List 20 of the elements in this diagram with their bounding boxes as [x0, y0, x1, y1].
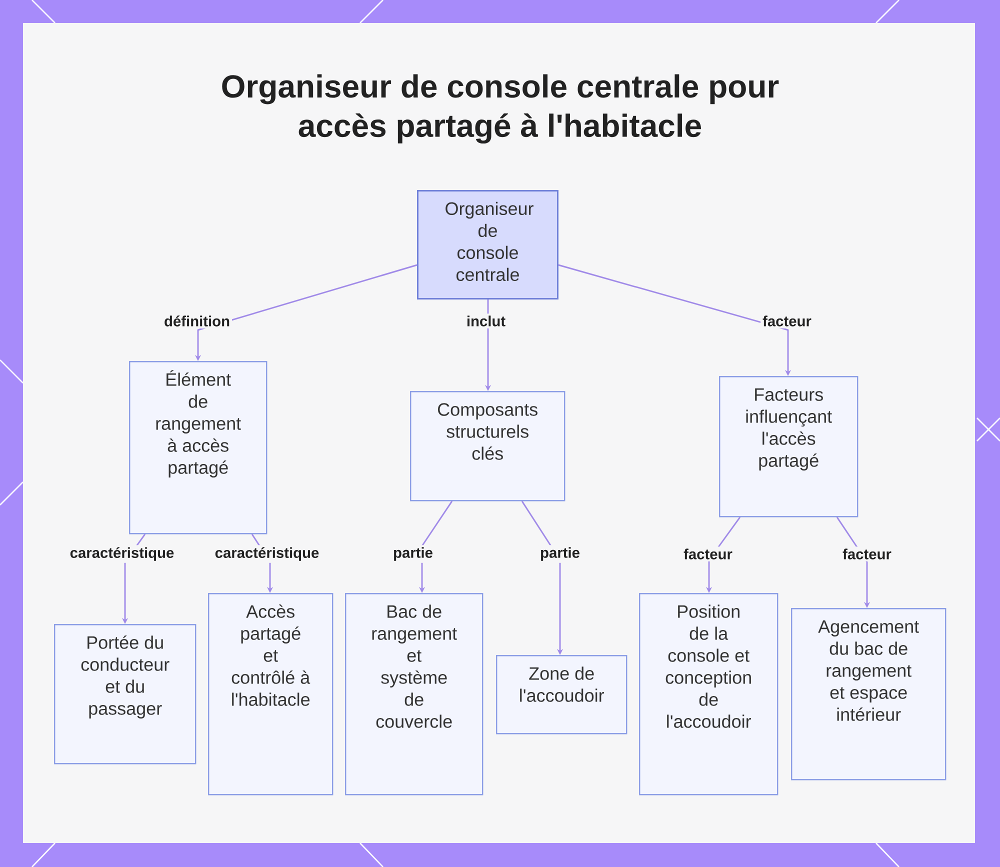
- edge-label: partie: [538, 545, 582, 563]
- edge-label: caractéristique: [68, 545, 176, 563]
- edge-label: définition: [162, 314, 232, 328]
- concept-box: Portée du conducteur et du passager: [54, 624, 196, 764]
- concept-box: Bac de rangement et système de couvercle: [345, 593, 484, 796]
- edge-label: partie: [391, 545, 435, 563]
- concept-box: Organiseur de console centrale: [417, 190, 558, 300]
- edge-label: facteur: [840, 546, 894, 562]
- concept-box: Facteurs influençant l'accès partagé: [719, 376, 858, 518]
- concept-box: Accès partagé et contrôlé à l'habitacle: [208, 593, 334, 796]
- concept-box: Position de la console et conception de l'accoudoir: [639, 593, 778, 796]
- title: Organiseur de console centrale pour accès partagé à l'habitacle: [222, 74, 779, 144]
- edge-label: inclut: [464, 314, 508, 328]
- edge-label: facteur: [682, 546, 734, 562]
- concept-box: Élément de rangement à accès partagé: [129, 361, 268, 534]
- edge-label: caractéristique: [212, 545, 322, 563]
- concept-box: Agencement du bac de rangement et espace intérieur: [791, 608, 946, 780]
- concept-box: Zone de l'accoudoir: [496, 655, 628, 734]
- edge-label: facteur: [760, 314, 814, 328]
- concept-box: Composants structurels clés: [410, 391, 566, 502]
